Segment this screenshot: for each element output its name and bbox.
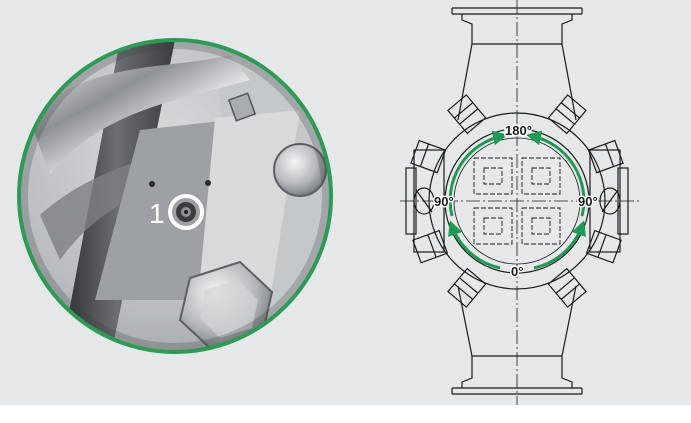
bottom-pipe [451,285,583,395]
angle-label-left: 90° [434,194,454,209]
arrow-left-up [448,130,508,217]
bolt-top-left [447,94,487,135]
photo-body-band [95,120,230,300]
rotation-arrows [448,130,586,270]
side-flange-right [589,149,629,253]
top-pipe [451,7,583,121]
bolt-mid-upper-right [587,139,624,174]
arrow-right-down [533,220,586,270]
angle-label-top: 180° [505,123,532,138]
bolt-bottom-right [547,267,587,308]
callout-number: 1 [149,198,165,229]
body-inner-ring [444,128,590,274]
arrow-right-up [526,130,586,217]
photo-pin-left [149,181,155,187]
angle-label-right: 90° [578,194,598,209]
callout-ring [168,194,204,230]
inner-ports [473,157,561,245]
photo-ring-border [17,38,333,354]
valve-technical-drawing [400,0,640,405]
bolt-mid-lower-right [585,229,622,264]
bolt-top-right [547,94,587,135]
bolt-mid-upper-left [410,139,447,174]
side-flange-left [405,149,445,253]
bottom-margin [0,405,691,423]
photo-steel-ring [30,55,250,175]
photo-pin-right [205,180,211,186]
bolt-mid-lower-left [412,229,449,264]
body-bore [453,137,581,265]
valve-photo-detail: 1 [17,38,333,354]
angle-label-bottom: 0° [511,264,523,279]
photo-hex-bolt [178,260,274,352]
bolt-bottom-left [447,267,487,308]
arrow-left-down [448,220,501,270]
body-outer-ring [428,112,606,290]
photo-small-bolt [227,92,257,122]
photo-bolt-top-right [273,143,327,197]
photo-body-highlight [198,110,300,300]
